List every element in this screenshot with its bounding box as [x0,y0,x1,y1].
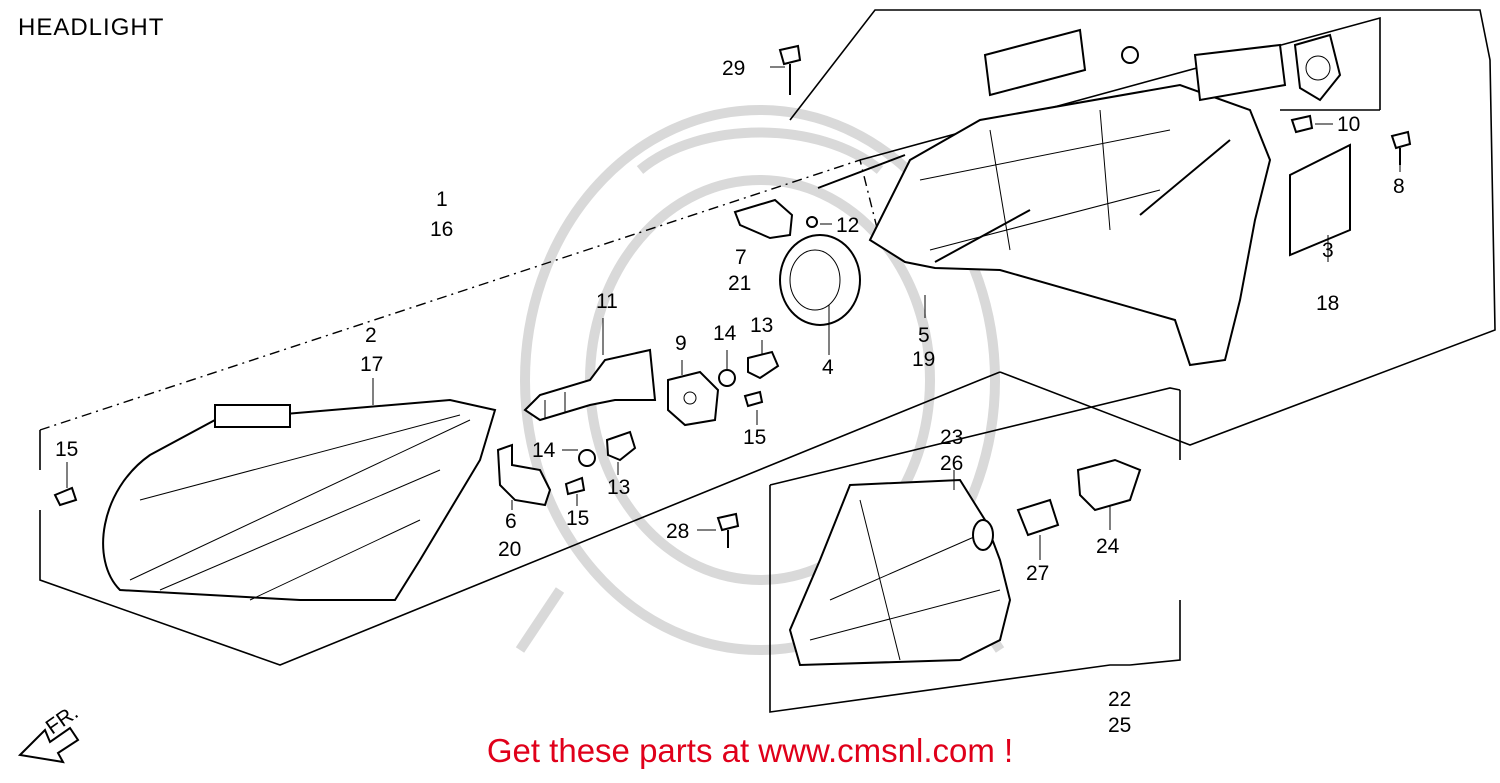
callout-10: 10 [1337,113,1360,136]
mounting-clip[interactable] [733,198,818,240]
parts-store-link[interactable]: Get these parts at www.cmsnl.com ! [486,732,1014,769]
callout-19: 19 [912,348,935,371]
callout-13-upper: 13 [750,314,773,337]
callout-14-upper: 14 [713,322,737,345]
callout-24: 24 [1096,535,1120,558]
callout-15-left: 15 [55,438,78,461]
page-title: HEADLIGHT [18,14,165,41]
housing-cover[interactable] [1289,143,1351,257]
turn-signal-lens[interactable] [788,478,1012,667]
turn-signal-bulb-and-socket[interactable] [716,458,1142,548]
callout-18: 18 [1316,292,1339,315]
callout-15-middle: 15 [743,426,766,449]
callout-15-lower: 15 [566,507,589,530]
callout-21: 21 [728,272,751,295]
mounting-plate[interactable] [1293,33,1342,102]
callout-8: 8 [1393,175,1405,198]
callout-leaders [66,66,1401,560]
callout-5: 5 [918,324,930,347]
callout-17: 17 [360,353,383,376]
callout-9: 9 [675,332,687,355]
callout-16: 16 [430,218,453,241]
callout-2: 2 [365,324,377,347]
callout-29: 29 [722,57,745,80]
callout-20: 20 [498,538,521,561]
callout-11: 11 [596,290,618,313]
callout-labels: 1 16 2 17 3 18 4 5 19 6 20 7 21 8 9 10 1… [55,57,1405,737]
callout-25: 25 [1108,714,1131,737]
callout-3: 3 [1322,239,1334,262]
callout-13-lower: 13 [607,476,630,499]
callout-6: 6 [505,510,517,533]
socket-bracket[interactable] [496,443,552,507]
retainer-ring[interactable] [779,234,861,326]
callout-12: 12 [836,214,859,237]
callout-1: 1 [436,188,448,211]
callout-28: 28 [666,520,689,543]
callout-27: 27 [1026,562,1049,585]
callout-23: 23 [940,426,963,449]
adjuster-fasteners[interactable] [53,350,780,507]
bulb-socket[interactable] [667,370,720,427]
small-hardware[interactable] [778,44,1412,165]
headlight-housing[interactable] [817,28,1287,367]
headlight-lens[interactable] [102,398,497,601]
callout-4: 4 [822,356,834,379]
callout-14-lower: 14 [532,439,556,462]
callout-22: 22 [1108,688,1131,711]
callout-26: 26 [940,452,963,475]
headlight-bulb[interactable] [523,348,657,422]
callout-7: 7 [735,246,747,269]
